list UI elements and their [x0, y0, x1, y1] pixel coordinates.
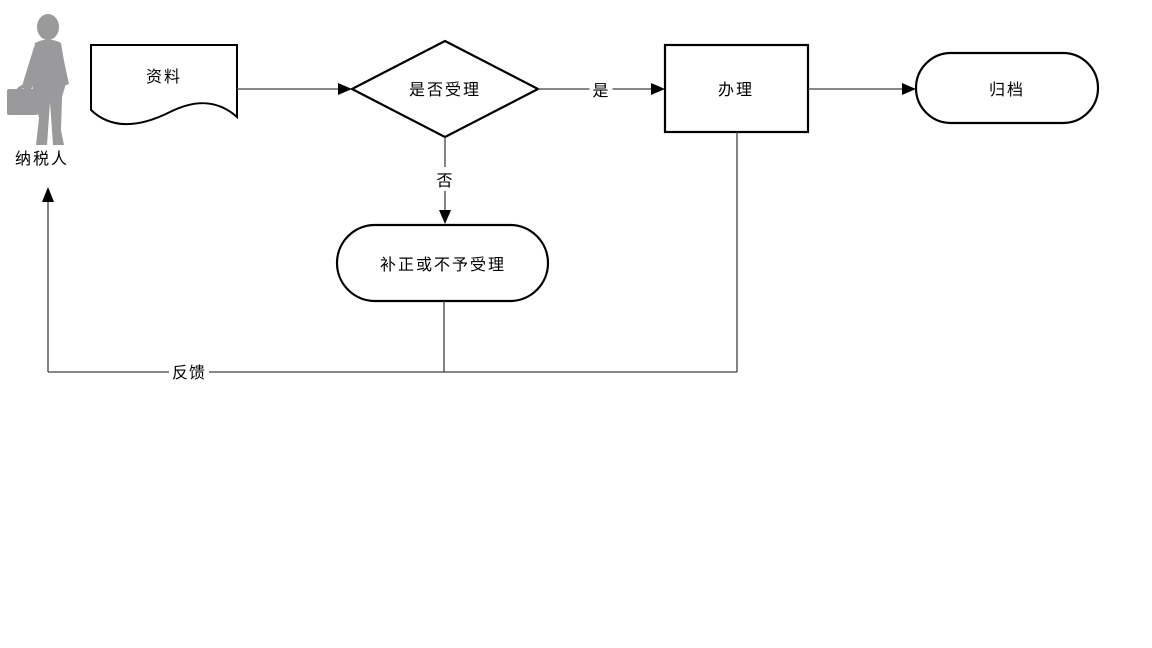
node-label-archive: 归档	[988, 82, 1026, 99]
document-shape	[90, 44, 238, 126]
connector-process-to-archive	[808, 83, 916, 95]
edge-label-feedback: 反馈	[168, 359, 210, 383]
edge-label-no: 否	[433, 167, 457, 191]
node-label-supplement: 补正或不予受理	[379, 257, 507, 274]
connector-materials-to-decision	[237, 83, 352, 95]
node-label-decision: 是否受理	[408, 82, 482, 99]
connector-feedback	[42, 132, 738, 373]
archive-terminator	[914, 51, 1100, 125]
node-label-process: 办理	[717, 82, 755, 99]
process-rect	[663, 43, 810, 134]
actor-label: 纳税人	[14, 151, 70, 168]
supplement-terminator	[335, 223, 550, 303]
edge-label-yes: 是	[589, 77, 613, 101]
businessman-silhouette-icon	[7, 14, 69, 145]
node-label-materials: 资料	[145, 69, 183, 86]
